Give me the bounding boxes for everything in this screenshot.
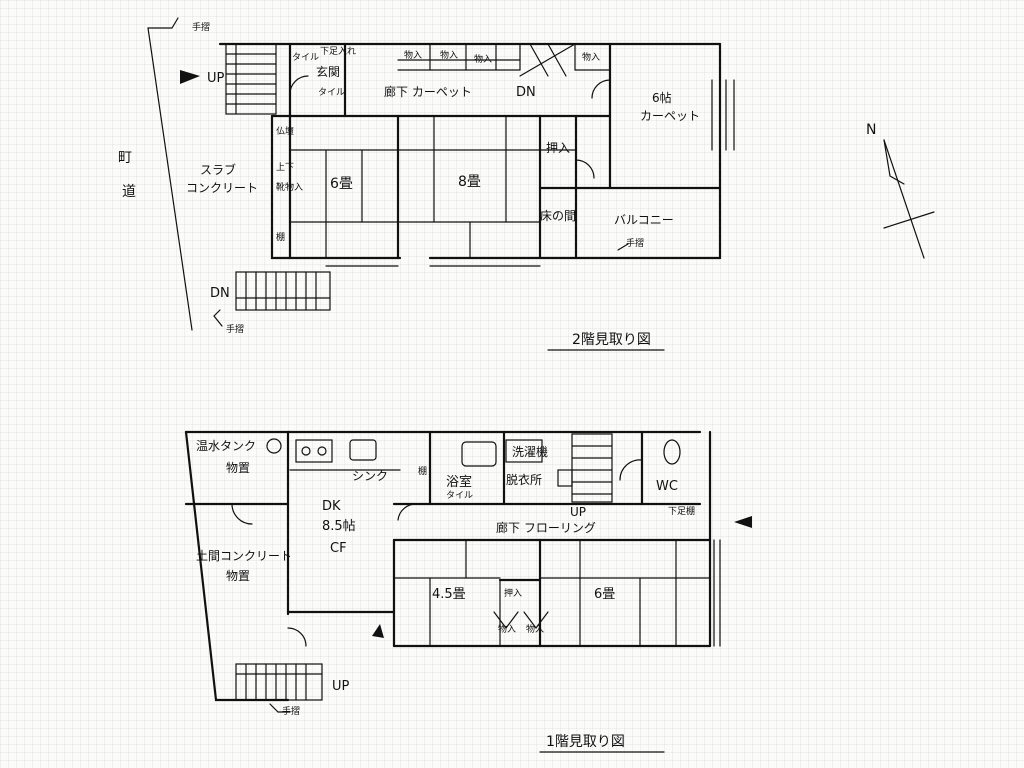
entrance-arrow-2f xyxy=(180,70,200,84)
door-oshiire-2f xyxy=(575,159,595,179)
dressing-basin xyxy=(557,469,573,487)
label-slab: スラブ xyxy=(200,162,236,177)
label-washer: 洗濯機 xyxy=(512,444,548,459)
label-8jo-2f: 8畳 xyxy=(458,174,481,190)
label-6cho: 6帖 xyxy=(652,90,672,105)
label-handrail-1f: 手摺 xyxy=(282,705,300,717)
label-sink: シンク xyxy=(352,469,388,483)
label-dressing: 脱衣所 xyxy=(506,472,542,487)
label-handrail-balcony: 手摺 xyxy=(626,237,644,249)
stair-up-2f xyxy=(225,43,277,115)
label-dk-floor: CF xyxy=(330,541,347,556)
label-up-inner: UP xyxy=(570,505,586,519)
label-butsudan: 仏壇 xyxy=(276,125,294,137)
street-boundary-line xyxy=(147,27,193,331)
label-6jo-2f: 6畳 xyxy=(330,176,353,192)
stair-down-2f xyxy=(235,271,331,311)
label-45jo: 4.5畳 xyxy=(432,587,466,602)
handrail-leader-1f xyxy=(269,703,291,713)
door-wc-1f xyxy=(619,459,643,481)
label-handrail-top: 手摺 xyxy=(192,21,210,33)
door-doma-1f xyxy=(287,627,307,647)
label-6cho-carpet: カーペット xyxy=(640,109,700,123)
label-corridor-1f: 廊下 フローリング xyxy=(496,520,596,535)
label-street-char2: 道 xyxy=(122,184,136,200)
label-handrail-bottom: 手摺 xyxy=(226,323,244,335)
tatami-lines-1f xyxy=(393,539,711,647)
label-tana-1f: 棚 xyxy=(418,465,427,477)
tatami-lines-2f xyxy=(289,115,577,267)
label-stair-dn-internal: DN xyxy=(516,85,536,100)
label-storage-4: 物入 xyxy=(582,51,600,63)
door-storage-b xyxy=(523,611,549,629)
label-oshiire-1f: 押入 xyxy=(504,587,522,599)
handrail-leader-balcony xyxy=(617,243,629,251)
label-storage-3: 物入 xyxy=(474,53,492,65)
stove xyxy=(295,439,333,463)
sink-basin xyxy=(349,439,377,461)
burner-2 xyxy=(317,446,327,456)
label-geta-1f: 下足棚 xyxy=(668,505,695,517)
water-tank-circle xyxy=(266,438,282,454)
handrail-leader-top xyxy=(147,17,179,29)
label-water-tank: 温水タンク xyxy=(196,439,256,453)
label-geta-2f: 下足入れ xyxy=(320,46,356,57)
label-tana-2f: 棚 xyxy=(276,231,285,243)
door-storage-1f xyxy=(231,503,253,525)
door-bath-1f xyxy=(397,503,417,521)
label-bath-tile: タイル xyxy=(446,490,473,501)
label-doma: 土間コンクリート xyxy=(196,549,292,563)
door-6cho xyxy=(591,79,611,99)
label-oshiire-2f: 押入 xyxy=(546,141,570,155)
door-storage-a xyxy=(493,611,519,629)
title-1f: 1階見取り図 xyxy=(546,734,625,750)
label-tile: タイル xyxy=(292,52,319,63)
label-6jo-1f: 6畳 xyxy=(594,587,615,602)
label-dk-size: 8.5帖 xyxy=(322,519,356,534)
entrance-arrow-1f xyxy=(734,516,752,528)
handrail-leader-bottom xyxy=(213,309,223,327)
label-bath: 浴室 xyxy=(446,474,472,490)
label-genkan: 玄関 xyxy=(316,64,340,79)
stair-internal-1f xyxy=(571,433,613,503)
stair-internal-2f xyxy=(519,43,576,77)
label-street-char1: 町 xyxy=(118,150,132,166)
label-storage-a: 物入 xyxy=(498,623,516,635)
label-corridor-2f: 廊下 カーペット xyxy=(384,84,472,99)
door-genkan-2f xyxy=(289,75,309,95)
label-tokonoma: 床の間 xyxy=(540,209,576,223)
label-genkan-tile: タイル xyxy=(318,87,345,98)
label-kutsu: 靴物入 xyxy=(276,181,303,193)
label-stair-down-2f: DN xyxy=(210,286,230,301)
label-concrete: コンクリート xyxy=(186,181,258,195)
entrance-marker-1f xyxy=(372,624,384,638)
label-storage-1: 物入 xyxy=(404,49,422,61)
toilet xyxy=(663,439,681,465)
title-2f: 2階見取り図 xyxy=(572,332,651,348)
label-storage-bottom: 物置 xyxy=(226,569,250,583)
label-wc: WC xyxy=(656,479,678,494)
first-floor-plan: 温水タンク 物置 土間コンクリート 物置 DK 8.5帖 CF シンク 棚 浴室… xyxy=(184,430,752,753)
bathtub xyxy=(461,441,497,467)
compass-label: N xyxy=(866,122,876,138)
label-dk: DK xyxy=(322,499,341,514)
label-storage-2: 物入 xyxy=(440,49,458,61)
burner-1 xyxy=(301,446,311,456)
label-storage-top: 物置 xyxy=(226,461,250,475)
label-kamige: 上下 xyxy=(276,162,294,173)
wall-1f-storage-east xyxy=(184,430,290,616)
washing-machine xyxy=(505,439,543,463)
label-storage-b: 物入 xyxy=(526,623,544,635)
label-stair-up-2f: UP xyxy=(207,71,225,86)
label-balcony: バルコニー xyxy=(614,213,674,227)
wall-2f-west xyxy=(270,114,402,260)
second-floor-plan: 手摺 UP DN 手摺 スラブ コンクリート タイル 下足入れ 玄関 タイル 物… xyxy=(147,17,735,351)
label-stair-up-1f: UP xyxy=(332,679,350,694)
compass-north-arrow xyxy=(883,139,935,259)
stair-up-1f xyxy=(235,663,323,701)
